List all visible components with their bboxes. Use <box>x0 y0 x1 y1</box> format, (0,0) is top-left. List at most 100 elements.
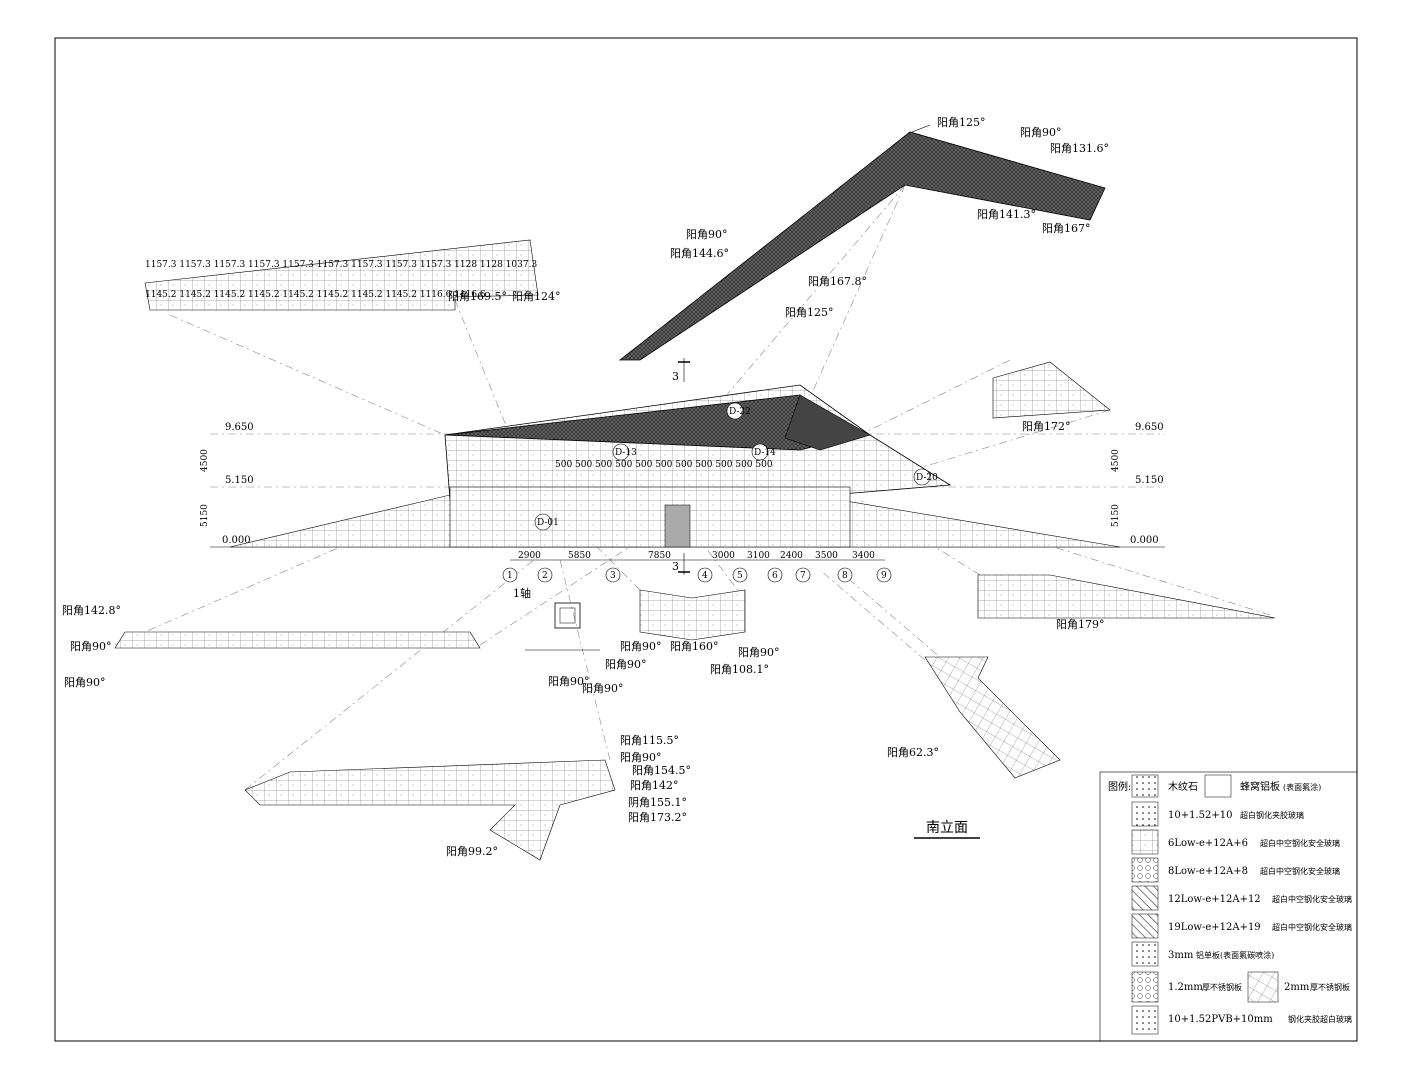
svg-text:超白中空钢化安全玻璃: 超白中空钢化安全玻璃 <box>1272 922 1352 932</box>
panel-right-upper: 阳角172° <box>992 361 1111 433</box>
svg-text:2mm: 2mm <box>1284 982 1310 993</box>
svg-text:4500: 4500 <box>1111 449 1121 472</box>
panel-center-fold: 阳角90° 阳角160° 阳角90° 阳角108.1° <box>620 589 780 676</box>
svg-text:木纹石: 木纹石 <box>1168 780 1198 793</box>
svg-text:超白中空钢化安全玻璃: 超白中空钢化安全玻璃 <box>1260 838 1340 848</box>
svg-text:阳角90°: 阳角90° <box>582 682 624 695</box>
roof-ribbon: 阳角125° 阳角90° 阳角131.6° 阳角141.3° 阳角167° 阳角… <box>618 116 1109 361</box>
drawing-title: 南立面 <box>914 820 980 839</box>
svg-text:6: 6 <box>772 571 778 581</box>
svg-text:8Low-e+12A+8: 8Low-e+12A+8 <box>1168 866 1248 877</box>
svg-text:12Low-e+12A+12: 12Low-e+12A+12 <box>1168 894 1261 905</box>
svg-text:5150: 5150 <box>1111 504 1121 527</box>
angle-label: 阳角167° <box>1042 222 1091 235</box>
svg-text:阳角179°: 阳角179° <box>1056 618 1105 631</box>
svg-text:阳角90°: 阳角90° <box>605 658 647 671</box>
angle-label: 阳角167.8° <box>808 275 867 288</box>
level-label: 9.650 <box>1135 422 1164 433</box>
svg-text:阳角90°: 阳角90° <box>620 640 662 653</box>
svg-text:2400: 2400 <box>780 551 803 561</box>
panel-small-box: 阳角90° 阳角90° 阳角90° <box>525 602 647 695</box>
angle-label: 阳角144.6° <box>670 247 729 260</box>
svg-text:阳角90°: 阳角90° <box>548 675 590 688</box>
axis-7: 7 <box>795 567 811 583</box>
svg-text:超白中空钢化安全玻璃: 超白中空钢化安全玻璃 <box>1272 894 1352 904</box>
level-label: 5.150 <box>225 475 254 486</box>
axis-3: 3 <box>605 567 621 583</box>
svg-text:10+1.52+10: 10+1.52+10 <box>1168 810 1232 821</box>
svg-text:阳角115.5°: 阳角115.5° <box>620 734 679 747</box>
svg-text:阳角142°: 阳角142° <box>630 779 679 792</box>
angle-label: 阳角90° <box>1020 126 1062 139</box>
svg-text:1: 1 <box>507 571 513 581</box>
svg-text:9: 9 <box>881 571 887 581</box>
panel-right-v: 阳角62.3° <box>887 656 1061 779</box>
tag-d14: D-14 <box>751 443 776 461</box>
svg-text:3: 3 <box>672 560 679 573</box>
axis-4: 4 <box>697 567 713 583</box>
svg-text:7850: 7850 <box>648 551 671 561</box>
axis-2: 2 <box>537 567 553 583</box>
svg-text:19Low-e+12A+19: 19Low-e+12A+19 <box>1168 922 1261 933</box>
level-label: 0.000 <box>1130 535 1159 546</box>
svg-text:阳角62.3°: 阳角62.3° <box>887 746 939 759</box>
svg-text:阳角173.2°: 阳角173.2° <box>628 811 687 824</box>
svg-text:D-22: D-22 <box>729 407 751 417</box>
level-label: 5.150 <box>1135 475 1164 486</box>
svg-text:D-13: D-13 <box>615 448 637 458</box>
svg-text:5150: 5150 <box>200 504 210 527</box>
level-label: 9.650 <box>225 422 254 433</box>
svg-text:超白中空钢化安全玻璃: 超白中空钢化安全玻璃 <box>1260 866 1340 876</box>
panel-top-left: 1157.3 1157.3 1157.3 1157.3 1157.3 1157.… <box>144 239 561 311</box>
svg-text:厚不锈钢板: 厚不锈钢板 <box>1310 982 1350 992</box>
panel-dim-row: 1157.3 1157.3 1157.3 1157.3 1157.3 1157.… <box>145 260 537 270</box>
svg-text:钢化夹胶超白玻璃: 钢化夹胶超白玻璃 <box>1288 1014 1352 1024</box>
svg-text:厚不锈钢板: 厚不锈钢板 <box>1202 982 1242 992</box>
svg-text:2: 2 <box>542 571 548 581</box>
svg-text:图例:: 图例: <box>1108 780 1131 793</box>
angle-label: 阳角169.5° <box>448 290 507 303</box>
svg-text:阳角160°: 阳角160° <box>670 640 719 653</box>
axis-8: 8 <box>837 567 853 583</box>
svg-text:南立面: 南立面 <box>926 820 968 836</box>
section-mark-top: 3 <box>672 358 690 383</box>
svg-text:阳角108.1°: 阳角108.1° <box>710 663 769 676</box>
sheet-border <box>54 37 1358 1042</box>
svg-text:3000: 3000 <box>712 551 735 561</box>
svg-text:3500: 3500 <box>815 551 838 561</box>
svg-text:阳角142.8°: 阳角142.8° <box>62 604 121 617</box>
svg-text:3: 3 <box>672 370 679 383</box>
angle-label: 阳角141.3° <box>977 208 1036 221</box>
axis-5: 5 <box>732 567 748 583</box>
angle-label: 阳角172° <box>1022 420 1071 433</box>
svg-text:D-20: D-20 <box>916 473 938 483</box>
angle-label: 阳角125° <box>785 306 834 319</box>
svg-text:阴角155.1°: 阴角155.1° <box>628 796 687 809</box>
svg-text:阳角99.2°: 阳角99.2° <box>446 845 498 858</box>
axis-6: 6 <box>767 567 783 583</box>
svg-text:3: 3 <box>610 571 616 581</box>
tag-d01: D-01 <box>534 513 559 531</box>
svg-text:阳角154.5°: 阳角154.5° <box>632 764 691 777</box>
svg-text:3mm: 3mm <box>1168 950 1194 961</box>
svg-text:3400: 3400 <box>852 551 875 561</box>
angle-label: 阳角125° <box>937 116 986 129</box>
panel-right-lower: 阳角179° <box>977 574 1276 631</box>
svg-text:8: 8 <box>842 571 848 581</box>
svg-text:5850: 5850 <box>568 551 591 561</box>
svg-text:阳角90°: 阳角90° <box>64 676 106 689</box>
level-label: 0.000 <box>222 535 251 546</box>
svg-text:D-01: D-01 <box>537 518 559 528</box>
svg-text:4500: 4500 <box>200 449 210 472</box>
axis-caption: 1轴 <box>513 586 531 600</box>
angle-label: 阳角90° <box>686 228 728 241</box>
svg-text:2900: 2900 <box>518 551 541 561</box>
svg-text:超白钢化夹胶玻璃: 超白钢化夹胶玻璃 <box>1240 810 1304 820</box>
svg-text:(表面氟涂): (表面氟涂) <box>1283 782 1321 792</box>
axis-1: 1 <box>502 567 518 583</box>
svg-text:1.2mm: 1.2mm <box>1168 982 1203 993</box>
svg-text:4: 4 <box>702 571 708 581</box>
svg-text:500 500 500 500 500 500 500 50: 500 500 500 500 500 500 500 500 500 500 … <box>555 460 773 470</box>
